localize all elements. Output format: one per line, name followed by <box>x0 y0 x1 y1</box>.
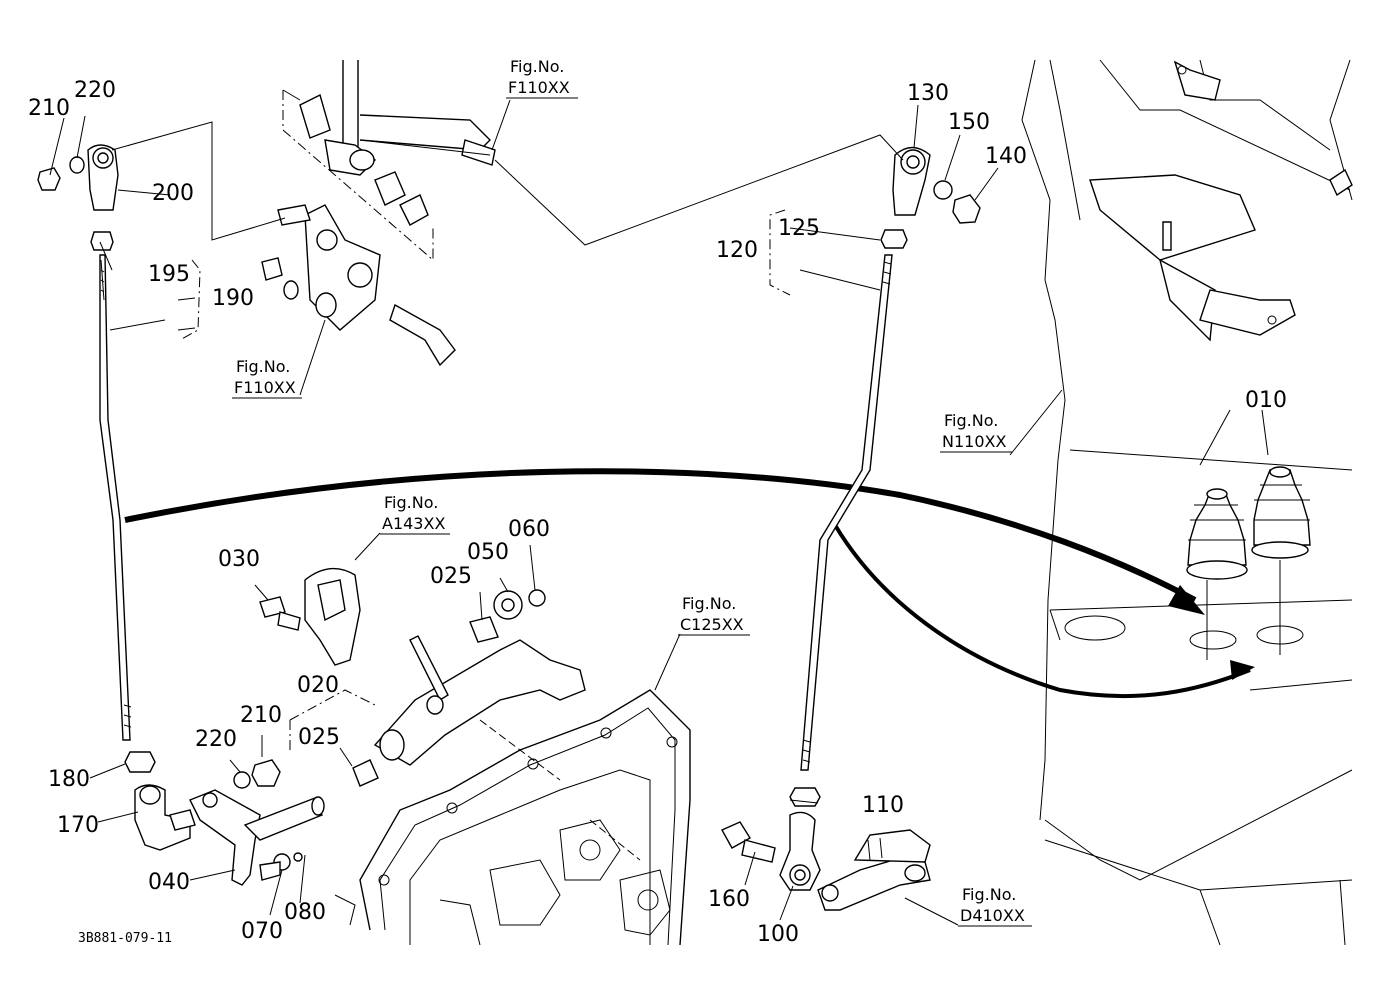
svg-text:F110XX: F110XX <box>234 378 296 397</box>
callout-040: 040 <box>148 870 190 895</box>
drawing-code: 3B881-079-11 <box>78 931 172 946</box>
callout-180: 180 <box>48 767 90 792</box>
svg-text:D410XX: D410XX <box>960 906 1025 925</box>
figref-f110-left: Fig.No. F110XX <box>232 357 302 399</box>
callout-130: 130 <box>907 81 949 106</box>
svg-text:N110XX: N110XX <box>942 432 1006 451</box>
callout-160: 160 <box>708 887 750 912</box>
routing-arrows <box>124 468 1255 699</box>
svg-text:Fig.No.: Fig.No. <box>962 885 1016 904</box>
callout-150: 150 <box>948 110 990 135</box>
callout-210-lower: 210 <box>240 703 282 728</box>
callout-140: 140 <box>985 144 1027 169</box>
figref-n110: Fig.No. N110XX <box>940 411 1012 453</box>
callout-070: 070 <box>241 919 283 944</box>
callout-120: 120 <box>716 238 758 263</box>
callout-060: 060 <box>508 517 550 542</box>
callout-050: 050 <box>467 540 509 565</box>
svg-text:A143XX: A143XX <box>382 514 445 533</box>
callout-195: 195 <box>148 262 190 287</box>
lower-left-linkage <box>124 567 586 886</box>
callout-025-upper: 025 <box>430 564 472 589</box>
svg-text:C125XX: C125XX <box>680 615 744 634</box>
callout-190: 190 <box>212 286 254 311</box>
figref-f110-top: Fig.No. F110XX <box>506 57 578 99</box>
callout-170: 170 <box>57 813 99 838</box>
svg-text:Fig.No.: Fig.No. <box>682 594 736 613</box>
callout-200: 200 <box>152 181 194 206</box>
callout-125: 125 <box>778 216 820 241</box>
callout-080: 080 <box>284 900 326 925</box>
upper-right-linkage <box>800 146 981 771</box>
callout-210-upper: 210 <box>28 96 70 121</box>
callout-030: 030 <box>218 547 260 572</box>
lower-right-linkage <box>721 787 931 911</box>
svg-text:Fig.No.: Fig.No. <box>510 57 564 76</box>
callout-020: 020 <box>297 673 339 698</box>
callout-220-lower: 220 <box>195 727 237 752</box>
svg-text:Fig.No.: Fig.No. <box>944 411 998 430</box>
figure-references: Fig.No. F110XX Fig.No. F110XX Fig.No. N1… <box>232 57 1032 927</box>
callout-110: 110 <box>862 793 904 818</box>
svg-text:Fig.No.: Fig.No. <box>384 493 438 512</box>
upper-left-linkage <box>37 60 496 741</box>
rubber-boots <box>1186 466 1311 660</box>
frame-structure <box>1021 59 1353 946</box>
callout-labels: 210 220 200 195 190 130 150 140 125 120 … <box>28 78 1287 947</box>
callout-100: 100 <box>757 922 799 947</box>
leader-lines <box>49 99 1269 926</box>
callout-010: 010 <box>1245 388 1287 413</box>
svg-text:Fig.No.: Fig.No. <box>236 357 290 376</box>
transmission-housing <box>334 689 691 946</box>
callout-220-upper: 220 <box>74 78 116 103</box>
figref-d410: Fig.No. D410XX <box>958 885 1032 927</box>
figref-a143: Fig.No. A143XX <box>380 493 450 535</box>
svg-text:F110XX: F110XX <box>508 78 570 97</box>
callout-025-lower: 025 <box>298 725 340 750</box>
figref-c125: Fig.No. C125XX <box>678 594 750 636</box>
